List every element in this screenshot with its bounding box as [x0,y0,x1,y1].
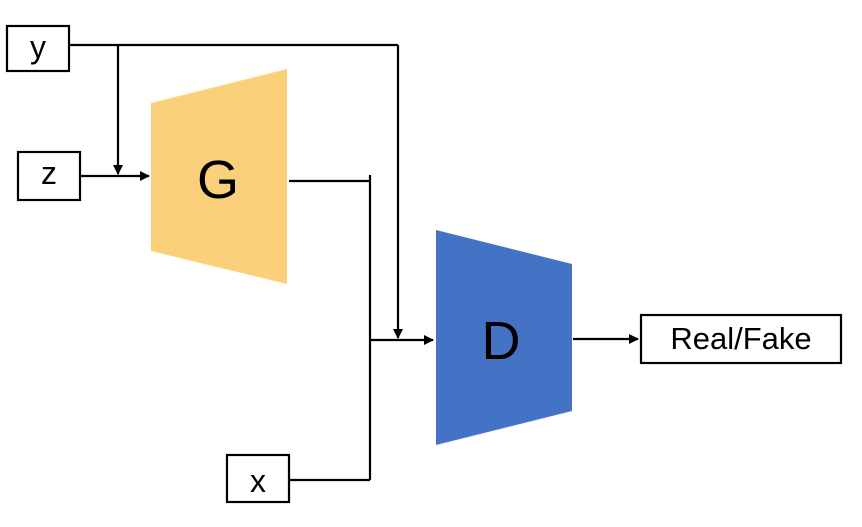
output-label: Real/Fake [670,321,811,356]
generator-trapezoid [151,69,287,284]
generator-label: G [197,150,239,210]
connections [70,43,639,482]
discriminator-trapezoid [436,230,572,445]
input-x-box: x [225,453,291,504]
input-y-box: y [5,24,71,73]
input-y-label: y [30,29,46,65]
input-x-label: x [250,463,266,499]
generator-block: G [151,69,287,284]
input-z-box: z [16,150,82,202]
input-z-label: z [41,155,57,191]
discriminator-label: D [482,311,521,371]
output-box: Real/Fake [639,313,843,365]
discriminator-block: D [436,230,572,445]
